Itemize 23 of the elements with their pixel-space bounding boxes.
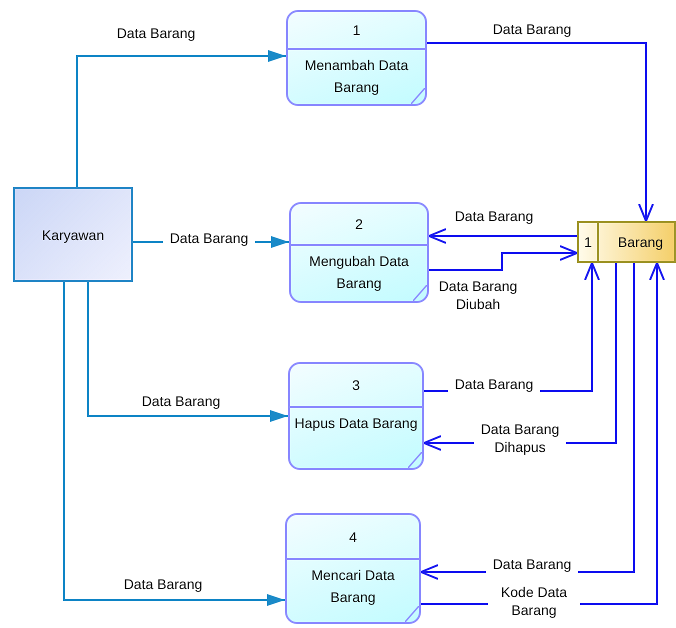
process-number: 2 — [355, 216, 363, 232]
process-box — [286, 10, 427, 106]
data-flow-arrow — [427, 42, 654, 222]
process-box — [289, 202, 429, 303]
data-flow-arrow — [428, 228, 577, 244]
data-flow-arrow — [87, 282, 288, 422]
data-store — [577, 221, 676, 263]
data-flow-arrow — [63, 282, 285, 606]
process-number: 1 — [352, 22, 360, 38]
process-name: Mengubah Data Barang — [308, 252, 410, 293]
external-entity-box — [13, 187, 133, 282]
process-name: Mencari Data Barang — [310, 566, 396, 607]
process-box — [288, 362, 424, 470]
data-flow-arrow — [429, 245, 578, 271]
store-name: Barang — [618, 234, 664, 250]
process-number: 4 — [349, 528, 357, 544]
data-flow-arrow — [76, 50, 286, 187]
process-name: Menambah Data Barang — [304, 56, 410, 97]
process-name: Hapus Data Barang — [294, 414, 418, 433]
store-id: 1 — [584, 234, 592, 250]
entity-name: Karyawan — [42, 226, 104, 242]
process-box — [285, 513, 421, 624]
process-number: 3 — [352, 377, 360, 393]
